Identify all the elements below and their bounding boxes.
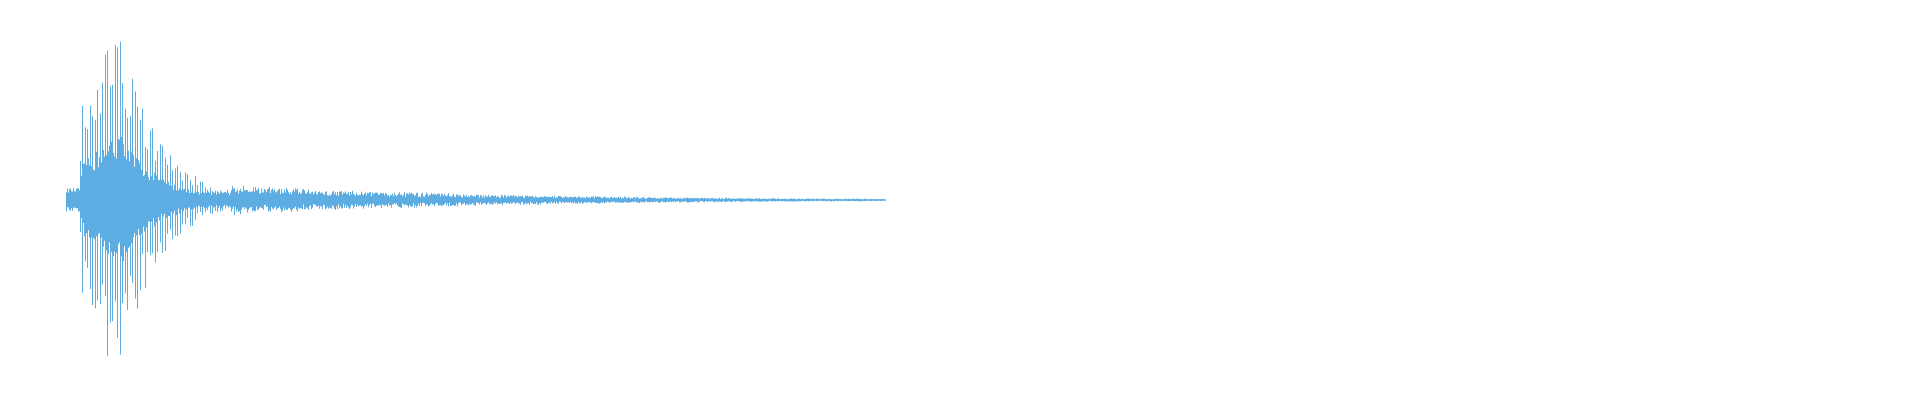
waveform-bars: [66, 41, 886, 357]
